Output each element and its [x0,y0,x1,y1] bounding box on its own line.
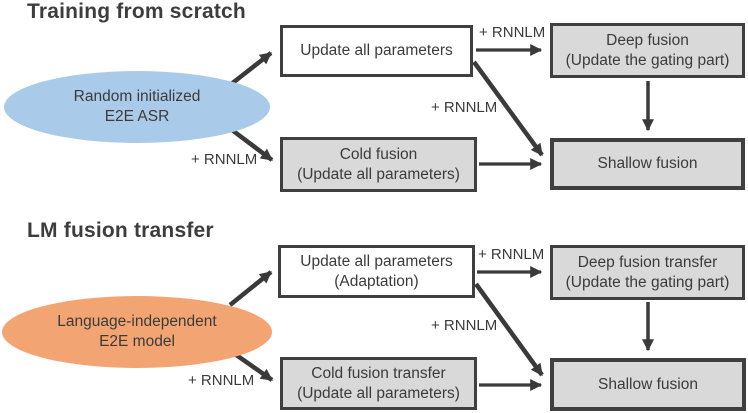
rnnlm-label: + RNNLM [191,151,258,168]
node-deep-fusion-transfer: Deep fusion transfer (Update the gating … [550,245,745,300]
node-shallow-fusion: Shallow fusion [550,358,746,411]
node-update-all-parameters: Update all parameters [280,25,473,77]
ellipse-label-line: Random initialized [73,87,201,105]
node-label-line: Update all parameters [300,253,453,271]
rnnlm-label: + RNNLM [478,246,545,263]
node-deep-fusion: Deep fusion (Update the gating part) [550,23,745,78]
node-label-line: (Update all parameters) [297,165,460,183]
ellipse-label-line: Language-independent [57,312,217,330]
rnnlm-label: + RNNLM [479,24,546,41]
section-title-training-from-scratch: Training from scratch [27,0,246,23]
section-title-lm-fusion-transfer: LM fusion transfer [27,219,214,242]
ellipse-label-line: E2E model [99,333,175,350]
rnnlm-label: + RNNLM [431,99,498,116]
source-ellipse-language-independent-e2e: Language-independent E2E model [2,296,272,368]
arrow-bottom-ellipse-to-update [228,270,273,307]
node-label-line: (Adaptation) [334,272,419,290]
node-label-line: (Update all parameters) [297,384,460,402]
rnnlm-label: + RNNLM [188,372,255,389]
node-cold-fusion: Cold fusion (Update all parameters) [280,137,477,192]
node-label-line: Deep fusion transfer [577,254,718,272]
node-cold-fusion-transfer: Cold fusion transfer (Update all paramet… [280,357,477,410]
rnnlm-label: + RNNLM [431,317,498,334]
node-label-line: (Update the gating part) [565,51,730,69]
source-ellipse-random-init-e2e-asr: Random initialized E2E ASR [4,71,270,143]
node-label-line: Shallow fusion [598,375,698,393]
node-label-line: Cold fusion [339,146,418,164]
node-shallow-fusion: Shallow fusion [550,138,745,190]
node-label-line: Cold fusion transfer [311,365,446,383]
node-label-line: (Update the gating part) [565,273,730,291]
node-update-all-parameters-adaptation: Update all parameters (Adaptation) [278,245,475,298]
node-label-line: Deep fusion [606,32,689,50]
node-label-line: Shallow fusion [597,155,698,173]
node-label-line: Update all parameters [300,42,453,60]
ellipse-label-line: E2E ASR [104,108,170,125]
arrow-top-ellipse-to-update [228,51,273,87]
